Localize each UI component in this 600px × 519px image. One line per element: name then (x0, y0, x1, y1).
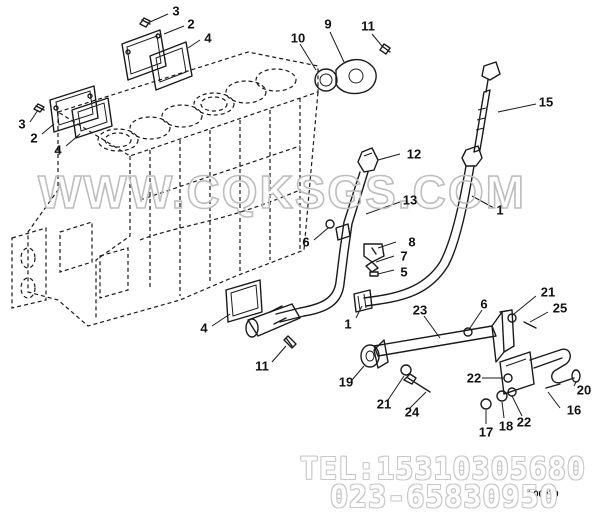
contact-tel: TEL:15310305680 (300, 452, 586, 487)
callout-6: 6 (480, 297, 487, 312)
callout-18: 18 (499, 419, 513, 434)
figure-code: L00079 (528, 489, 559, 499)
callout-17: 17 (479, 425, 493, 440)
callout-23: 23 (413, 303, 427, 318)
callout-11: 11 (255, 359, 269, 374)
tube-flange-bottom (225, 279, 297, 349)
cylinder-block (11, 51, 319, 327)
callout-4: 4 (54, 143, 62, 158)
cover-plate-top (121, 17, 193, 91)
dipstick-tube-left (245, 147, 385, 338)
callout-9: 9 (324, 17, 331, 32)
callout-19: 19 (339, 375, 353, 390)
callout-5: 5 (400, 265, 407, 280)
callout-labels: 3 2 4 3 2 4 10 9 11 15 12 13 1 6 8 7 5 4… (18, 4, 591, 440)
callout-3: 3 (172, 4, 179, 19)
watermark: WWW.CQKSGS.COM (38, 166, 526, 218)
callout-8: 8 (408, 235, 415, 250)
support-bracket (360, 309, 581, 410)
callout-22: 22 (517, 415, 531, 430)
callout-10: 10 (291, 31, 305, 46)
callout-22: 22 (467, 371, 481, 386)
callout-1: 1 (496, 203, 503, 218)
callout-4: 4 (204, 31, 212, 46)
contact-phone: 023-65830950 (330, 480, 559, 515)
tube-hardware (325, 219, 379, 277)
callout-15: 15 (539, 95, 553, 110)
callout-2: 2 (187, 17, 194, 32)
dipstick-and-tube (353, 61, 501, 313)
leader-lines (29, 13, 577, 424)
callout-13: 13 (403, 193, 417, 208)
callout-21: 21 (377, 397, 391, 412)
callout-24: 24 (405, 405, 420, 420)
cover-plate-left (33, 85, 113, 139)
callout-2: 2 (30, 131, 37, 146)
gasket-pair (314, 43, 391, 95)
callout-6: 6 (302, 235, 309, 250)
callout-4: 4 (200, 321, 208, 336)
callout-1: 1 (344, 317, 351, 332)
callout-7: 7 (400, 249, 407, 264)
callout-11: 11 (361, 19, 375, 34)
callout-20: 20 (577, 383, 591, 398)
callout-16: 16 (567, 403, 581, 418)
callout-25: 25 (553, 301, 567, 316)
callout-21: 21 (541, 285, 555, 300)
callout-12: 12 (407, 147, 421, 162)
callout-3: 3 (18, 117, 25, 132)
